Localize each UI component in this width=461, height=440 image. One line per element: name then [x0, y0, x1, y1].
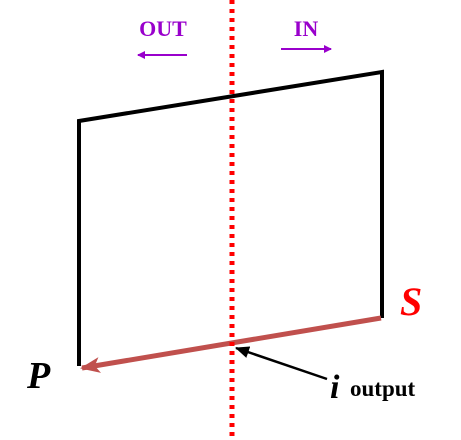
- arrow-pointer-icon: [235, 346, 328, 381]
- p-label: P: [26, 355, 51, 397]
- s-label: S: [400, 279, 422, 324]
- loop-outline: [77, 69, 384, 366]
- out-label: OUT: [139, 16, 187, 41]
- output-label: output: [350, 376, 416, 401]
- in-label: IN: [294, 16, 319, 41]
- i-label: i: [330, 369, 340, 406]
